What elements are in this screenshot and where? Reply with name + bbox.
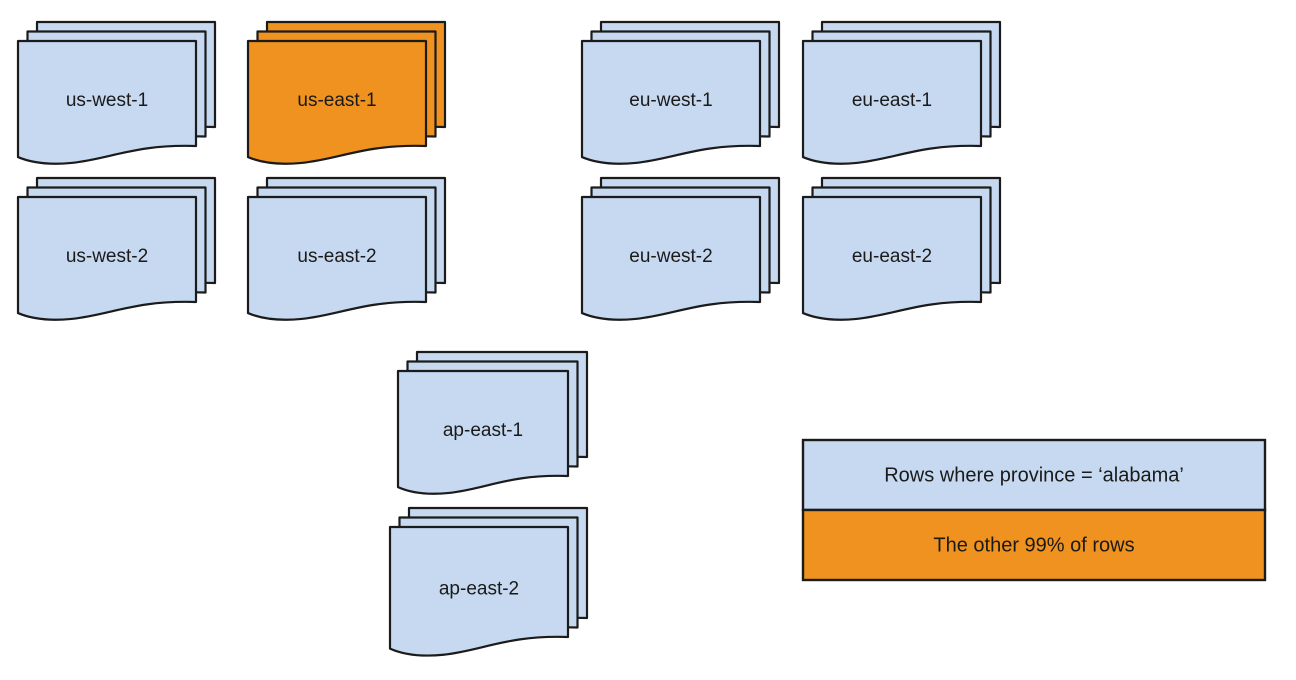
region-stack-eu-east-1[interactable]: eu-east-1	[801, 20, 1002, 165]
region-stack-sheet-front	[801, 195, 983, 321]
legend-swatch-alabama	[801, 438, 1267, 512]
legend: Rows where province = ‘alabama’ The other…	[801, 438, 1267, 582]
legend-layer: Rows where province = ‘alabama’ The other…	[801, 438, 1267, 582]
region-stack-sheet-front	[801, 39, 983, 165]
region-stack-sheet-front	[580, 195, 762, 321]
region-stack-us-west-1[interactable]: us-west-1	[16, 20, 217, 165]
region-stack-label-eu-west-1: eu-west-1	[629, 90, 712, 111]
region-stack-sheet-front	[246, 195, 428, 321]
region-stacks-layer: us-west-1 us-east-1 eu-west-1 eu-east-1 us-w…	[16, 20, 1002, 657]
region-stack-sheet-front	[396, 369, 570, 495]
region-stack-sheet-front	[388, 525, 570, 657]
region-stack-label-us-west-1: us-west-1	[66, 90, 148, 111]
region-stack-ap-east-1[interactable]: ap-east-1	[396, 350, 589, 495]
region-stack-us-west-2[interactable]: us-west-2	[16, 176, 217, 321]
region-stack-label-eu-east-1: eu-east-1	[852, 90, 932, 111]
region-stack-eu-east-2[interactable]: eu-east-2	[801, 176, 1002, 321]
region-stack-label-eu-west-2: eu-west-2	[629, 246, 712, 267]
region-stack-label-us-west-2: us-west-2	[66, 246, 148, 267]
region-stack-label-ap-east-1: ap-east-1	[443, 420, 523, 441]
region-stack-label-us-east-1: us-east-1	[297, 90, 376, 111]
legend-row-other[interactable]: The other 99% of rows	[801, 508, 1267, 582]
region-stack-eu-west-2[interactable]: eu-west-2	[580, 176, 781, 321]
region-stack-label-ap-east-2: ap-east-2	[439, 579, 519, 600]
region-stack-sheet-front	[246, 39, 428, 165]
region-stack-sheet-front	[16, 195, 198, 321]
region-stack-eu-west-1[interactable]: eu-west-1	[580, 20, 781, 165]
legend-label-other: The other 99% of rows	[933, 534, 1134, 556]
region-stack-sheet-front	[16, 39, 198, 165]
legend-swatch-other	[801, 508, 1267, 582]
region-stack-label-us-east-2: us-east-2	[297, 246, 376, 267]
region-stack-label-eu-east-2: eu-east-2	[852, 246, 932, 267]
region-stack-us-east-2[interactable]: us-east-2	[246, 176, 447, 321]
region-stack-sheet-front	[580, 39, 762, 165]
legend-row-alabama[interactable]: Rows where province = ‘alabama’	[801, 438, 1267, 512]
region-stack-ap-east-2[interactable]: ap-east-2	[388, 506, 589, 657]
region-stack-us-east-1[interactable]: us-east-1	[246, 20, 447, 165]
legend-label-alabama: Rows where province = ‘alabama’	[884, 464, 1184, 486]
